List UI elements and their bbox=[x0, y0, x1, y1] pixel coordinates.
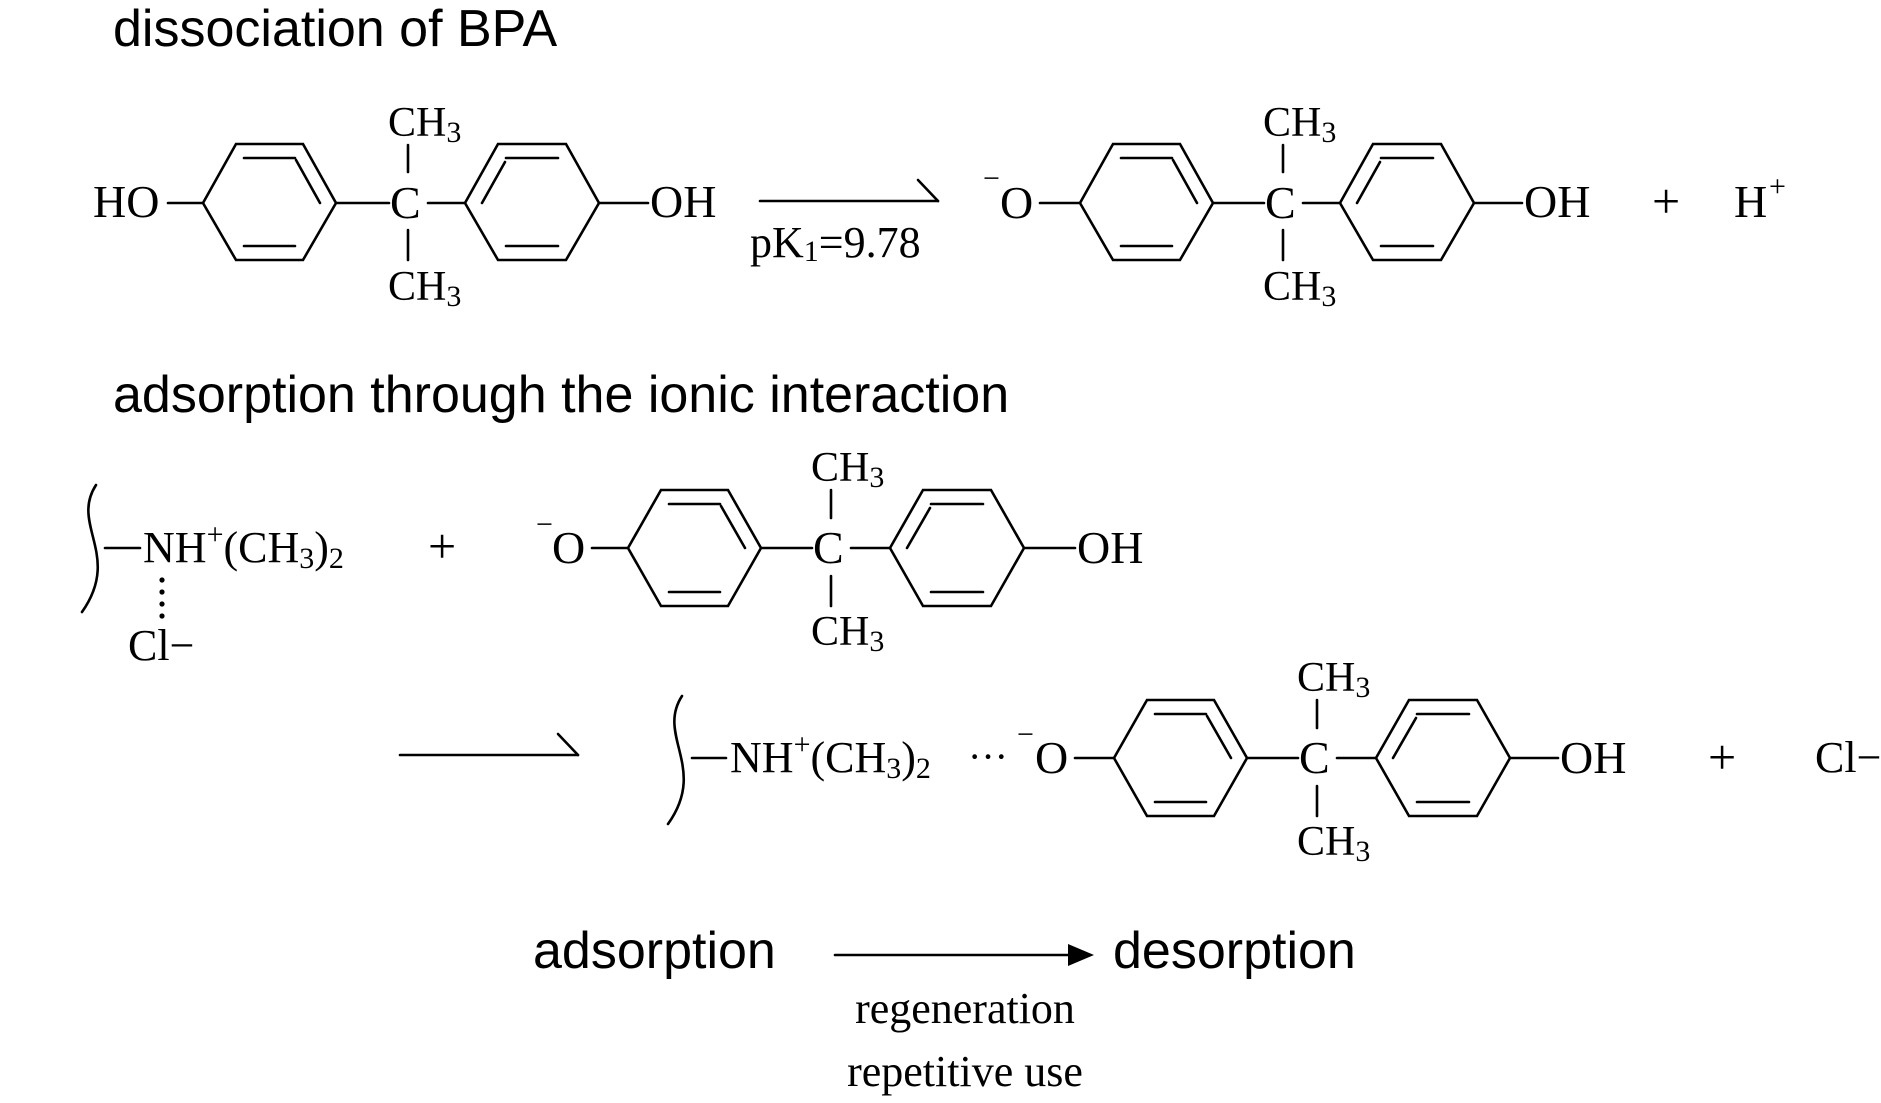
product-central-carbon: C bbox=[1265, 177, 1296, 228]
resin-amine-group: NH+(CH3)2 bbox=[143, 518, 344, 575]
complex-anion-charge: − bbox=[1017, 718, 1034, 751]
dissociation-arrow bbox=[758, 178, 940, 203]
complex-methyl-bottom: CH3 bbox=[1297, 819, 1370, 868]
product-methyl-top: CH3 bbox=[1263, 100, 1336, 149]
desorption-label: desorption bbox=[1113, 922, 1356, 980]
chloride-counter-ion: Cl− bbox=[128, 621, 194, 670]
bpa-anion-reactant: − O C CH3 CH3 OH bbox=[536, 445, 1143, 658]
anion-methyl-top: CH3 bbox=[811, 445, 884, 494]
proton-label: H bbox=[1734, 176, 1767, 227]
anion-charge: − bbox=[536, 508, 553, 541]
adsorption-arrow bbox=[398, 732, 580, 757]
product-methyl-bottom: CH3 bbox=[1263, 264, 1336, 313]
product-anion-charge: − bbox=[983, 162, 1000, 195]
plus-sign-2: + bbox=[428, 518, 456, 574]
anion-phenyl-ring-right bbox=[888, 488, 1026, 608]
product-oh-label: OH bbox=[1524, 176, 1590, 227]
regeneration-label: regeneration bbox=[855, 984, 1075, 1033]
reactant-phenyl-ring-right bbox=[463, 142, 601, 262]
complex-central-carbon: C bbox=[1299, 732, 1330, 783]
product-phenyl-ring-right bbox=[1338, 142, 1476, 262]
reactant-phenyl-ring-left bbox=[201, 142, 338, 262]
pk1-label: pK1=9.78 bbox=[750, 218, 921, 268]
product-resin-amine-group: NH+(CH3)2 bbox=[730, 728, 931, 785]
complex-oh-label: OH bbox=[1560, 732, 1626, 783]
resin-with-chloride: NH+(CH3)2 Cl− bbox=[80, 483, 344, 670]
product-oxygen-label: O bbox=[1000, 177, 1033, 228]
heading-adsorption: adsorption through the ionic interaction bbox=[113, 366, 1009, 424]
product-phenyl-ring-left bbox=[1078, 142, 1215, 262]
reactant-methyl-top: CH3 bbox=[388, 100, 461, 149]
heading-dissociation: dissociation of BPA bbox=[113, 0, 557, 58]
bpa-reactant: HO C CH3 CH3 OH bbox=[93, 100, 716, 313]
reactant-ho-label: HO bbox=[93, 176, 159, 227]
anion-oh-label: OH bbox=[1077, 522, 1143, 573]
ionic-dotted-bond-vertical bbox=[159, 577, 165, 619]
bpa-anion-product: − O C CH3 CH3 OH bbox=[983, 100, 1590, 313]
complex-phenyl-ring-right bbox=[1374, 698, 1512, 818]
adsorbed-complex: NH+(CH3)2 ··· − O C CH3 CH3 OH bbox=[666, 655, 1626, 868]
complex-methyl-top: CH3 bbox=[1297, 655, 1370, 704]
anion-central-carbon: C bbox=[813, 522, 844, 573]
reactant-oh-label: OH bbox=[650, 176, 716, 227]
complex-phenyl-ring-left bbox=[1112, 698, 1249, 818]
plus-sign-3: + bbox=[1708, 729, 1736, 785]
plus-sign-1: + bbox=[1652, 173, 1680, 229]
anion-methyl-bottom: CH3 bbox=[811, 609, 884, 658]
reactant-central-carbon: C bbox=[390, 177, 421, 228]
complex-oxygen-label: O bbox=[1035, 732, 1068, 783]
reactant-methyl-bottom: CH3 bbox=[388, 264, 461, 313]
anion-phenyl-ring-left bbox=[626, 488, 763, 608]
adsorption-label: adsorption bbox=[533, 922, 776, 980]
regeneration-arrow bbox=[833, 944, 1094, 966]
product-resin-backbone-curve bbox=[666, 694, 686, 826]
proton-charge: + bbox=[1769, 170, 1786, 203]
resin-backbone-curve bbox=[80, 483, 100, 614]
ionic-bond-dots: ··· bbox=[968, 734, 1008, 779]
anion-oxygen-label: O bbox=[552, 522, 585, 573]
repetitive-use-label: repetitive use bbox=[847, 1047, 1083, 1096]
released-chloride-ion: Cl− bbox=[1815, 733, 1881, 782]
